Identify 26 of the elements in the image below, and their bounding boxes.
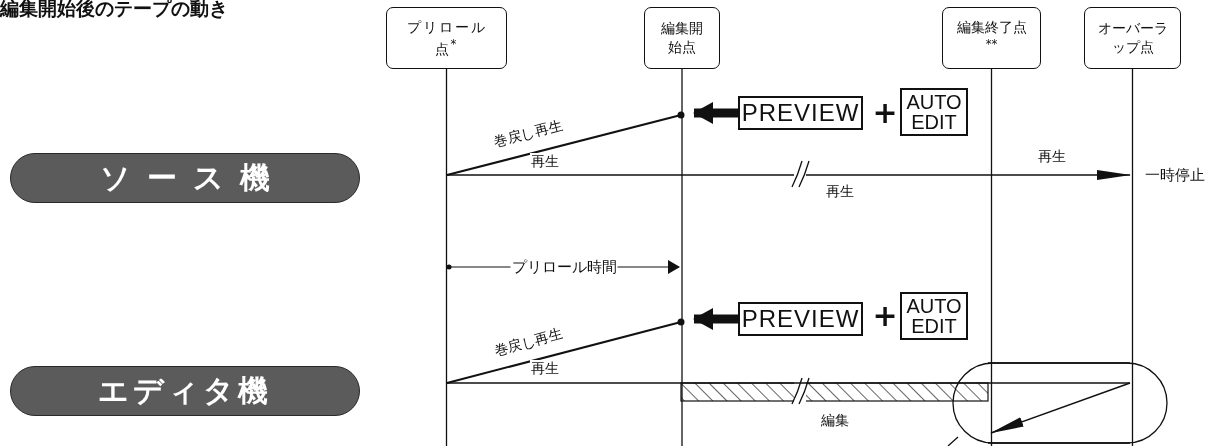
timeline	[681, 68, 683, 446]
machine-label-pill: ソース機	[10, 153, 360, 203]
header-box: プリロール点$^{*}$	[386, 7, 507, 69]
block-arrow	[693, 308, 738, 330]
line-label: 再生	[530, 153, 560, 169]
block-arrow	[693, 102, 738, 124]
line-label: 巻戻し再生	[491, 324, 565, 360]
preview-key: PREVIEW	[738, 96, 863, 130]
dimension-label: プリロール時間	[510, 258, 618, 276]
timeline	[990, 68, 993, 446]
plus-sign: +	[871, 97, 899, 129]
line-label: 編集	[820, 412, 850, 428]
line-label: 再生	[825, 183, 855, 199]
plus-sign: +	[871, 300, 899, 332]
timeline	[445, 68, 448, 446]
header-box: 編集開始点	[644, 7, 720, 69]
preview-key: PREVIEW	[738, 302, 863, 336]
auto-edit-key: AUTO EDIT	[900, 88, 968, 136]
machine-label-pill: エディタ機	[10, 366, 360, 416]
line-label: 再生	[1037, 148, 1067, 164]
line-label: 巻戻し再生	[491, 116, 565, 150]
header-box: オーバーラップ点	[1084, 7, 1181, 69]
status-label: 一時停止	[1144, 166, 1206, 184]
auto-edit-key: AUTO EDIT	[900, 292, 968, 340]
line-label: 再生	[530, 360, 560, 376]
timeline	[1131, 68, 1134, 446]
